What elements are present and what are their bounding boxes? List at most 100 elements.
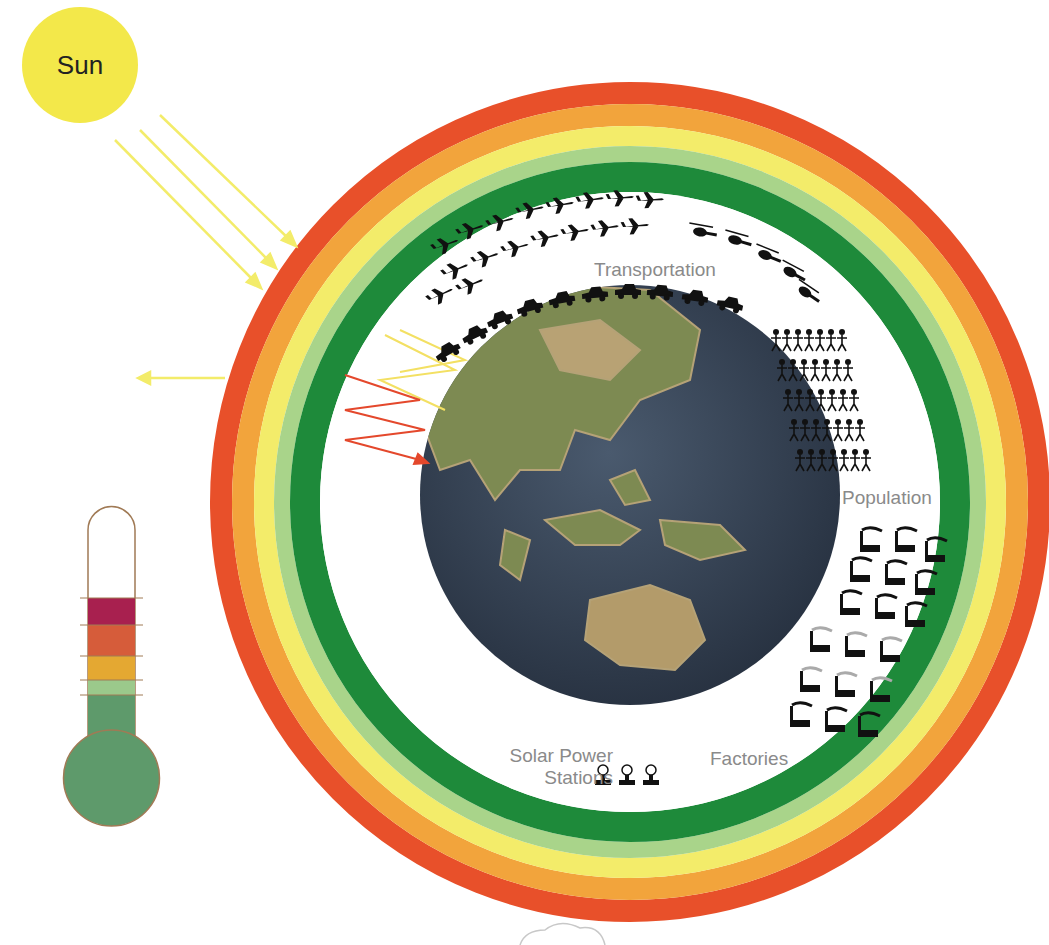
factory-icon: [880, 638, 902, 662]
car-icon: [581, 286, 608, 303]
plane-icon: [530, 227, 561, 248]
reflected-rays: [380, 330, 465, 410]
trapped-heat-rays: [345, 375, 428, 464]
helicopter-icon: [687, 223, 718, 239]
person-icon: [788, 359, 798, 381]
person-icon: [771, 329, 781, 351]
plane-icon: [560, 222, 590, 243]
person-icon: [815, 329, 825, 351]
factory-icon: [860, 528, 882, 552]
person-icon: [782, 329, 792, 351]
person-icon: [821, 359, 831, 381]
helicopter-icon: [777, 260, 808, 284]
car-icon: [615, 284, 641, 299]
plane-icon: [484, 211, 515, 234]
factory-icon: [800, 668, 822, 692]
plane-icon: [454, 272, 486, 297]
plane-icon: [469, 246, 501, 270]
earth: [420, 285, 840, 705]
car-icon: [716, 294, 745, 314]
transportation-label: Transportation: [594, 259, 774, 281]
plane-icon: [439, 257, 471, 282]
factory-icon: [840, 591, 862, 615]
plane-icon: [545, 195, 575, 216]
car-icon: [460, 322, 490, 347]
factory-icon: [850, 558, 872, 582]
solar-station-icon: [643, 765, 659, 785]
thermometer: [64, 506, 160, 826]
person-icon: [838, 389, 848, 411]
person-icon: [843, 359, 853, 381]
factory-icon: [875, 595, 897, 619]
person-icon: [849, 389, 859, 411]
node-text: Sun: [57, 50, 103, 81]
factory-icon: [858, 713, 880, 737]
atmosphere-ring: [305, 177, 955, 827]
person-icon: [816, 389, 826, 411]
person-icon: [800, 419, 810, 441]
car-icon: [548, 290, 576, 309]
sun-rays: [115, 115, 296, 384]
plane-icon: [605, 189, 634, 207]
person-icon: [827, 389, 837, 411]
factory-icon: [825, 708, 847, 732]
plane-icon: [575, 190, 605, 210]
factory-icon: [835, 673, 857, 697]
factory-icon: [895, 528, 917, 552]
factory-icon: [870, 678, 892, 702]
atmosphere-ring: [264, 136, 996, 868]
person-icon: [826, 329, 836, 351]
person-icon: [795, 449, 805, 471]
car-icon: [515, 297, 544, 318]
person-icon: [839, 449, 849, 471]
person-icon: [810, 359, 820, 381]
car-icon: [433, 339, 463, 365]
solar-power-label: Solar Power Stations: [488, 745, 613, 789]
plane-icon: [620, 217, 649, 235]
factories-label: Factories: [710, 748, 820, 770]
car-icon: [681, 288, 709, 306]
helicopter-icon: [752, 244, 783, 266]
plane-icon: [429, 233, 461, 258]
helicopter-icon: [722, 230, 753, 249]
person-icon: [855, 419, 865, 441]
car-icon: [647, 284, 674, 301]
plane-icon: [424, 282, 456, 308]
person-icon: [783, 389, 793, 411]
person-icon: [806, 449, 816, 471]
person-icon: [794, 389, 804, 411]
person-icon: [799, 359, 809, 381]
person-icon: [832, 359, 842, 381]
cloud: [520, 923, 605, 945]
plane-icon: [636, 191, 665, 208]
person-icon: [793, 329, 803, 351]
person-icon: [817, 449, 827, 471]
person-icon: [828, 449, 838, 471]
person-icon: [777, 359, 787, 381]
factory-icon: [915, 571, 937, 595]
factory-icon: [810, 628, 832, 652]
factory-icon: [845, 633, 867, 657]
person-icon: [833, 419, 843, 441]
solar-station-icon: [619, 765, 635, 785]
factory-icon: [905, 603, 927, 627]
atmosphere-ring: [221, 93, 1039, 911]
person-icon: [811, 419, 821, 441]
population-label: Population: [842, 487, 954, 509]
person-icon: [804, 329, 814, 351]
helicopter-icon: [793, 279, 823, 305]
atmosphere-ring: [243, 115, 1017, 889]
person-icon: [789, 419, 799, 441]
atmosphere-ring: [282, 154, 978, 850]
factory-icon: [925, 538, 947, 562]
person-icon: [861, 449, 871, 471]
plane-icon: [499, 237, 530, 260]
plane-icon: [515, 199, 546, 220]
sun-circle: Sun: [22, 7, 138, 123]
plane-icon: [454, 218, 486, 242]
person-icon: [844, 419, 854, 441]
person-icon: [805, 389, 815, 411]
factory-icon: [790, 703, 812, 727]
factory-icon: [885, 561, 907, 585]
